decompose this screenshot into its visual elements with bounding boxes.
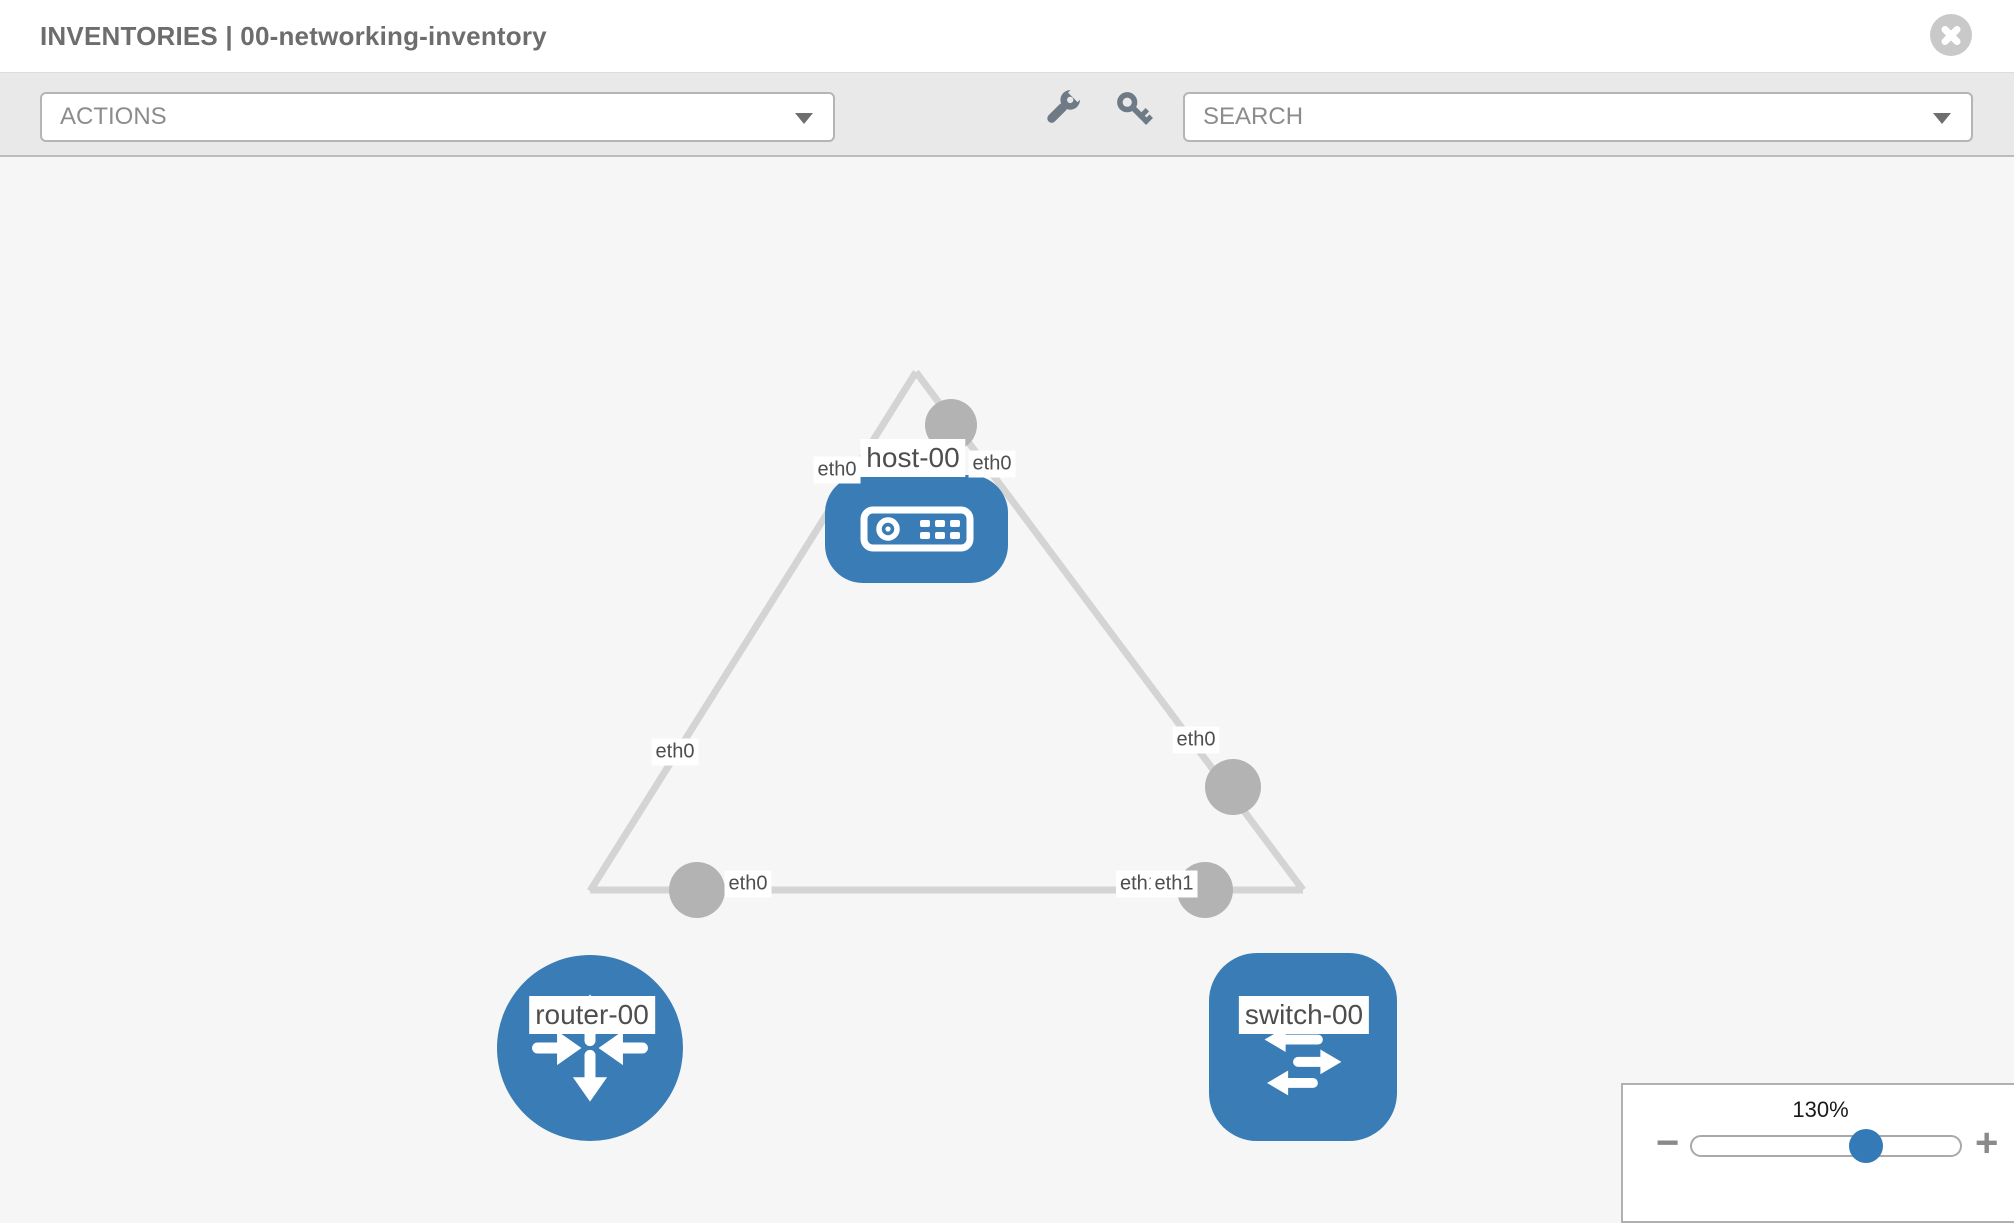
actions-dropdown-label: ACTIONS xyxy=(60,103,167,130)
interface-circle-switch-top xyxy=(1205,759,1261,815)
zoom-slider-thumb[interactable] xyxy=(1849,1129,1883,1163)
search-dropdown-label: SEARCH xyxy=(1203,103,1304,130)
zoom-control-panel: 130% − + xyxy=(1621,1083,2014,1223)
page-title: INVENTORIES | 00-networking-inventory xyxy=(40,21,547,51)
if-label-mid-left: eth0 xyxy=(724,870,772,898)
topology-canvas[interactable]: host-00 router-00 switch-00 eth0 eth0 et… xyxy=(0,157,2014,1200)
node-label-router: router-00 xyxy=(529,996,655,1034)
wrench-icon[interactable] xyxy=(1043,84,1087,132)
node-label-host: host-00 xyxy=(860,439,966,477)
actions-dropdown[interactable]: ACTIONS xyxy=(40,92,835,142)
zoom-slider-track[interactable] xyxy=(1690,1135,1962,1157)
key-icon[interactable] xyxy=(1113,88,1157,132)
host-icon xyxy=(860,506,973,552)
if-label-router-top: eth0 xyxy=(651,738,699,766)
if-label-switch-top: eth0 xyxy=(1172,726,1220,754)
if-label-mid-over: eth1 xyxy=(1150,870,1198,898)
node-host-00[interactable] xyxy=(825,475,1008,583)
if-label-host-left: eth0 xyxy=(813,456,861,484)
chevron-down-icon xyxy=(1933,113,1951,124)
panel-header: INVENTORIES | 00-networking-inventory xyxy=(0,0,2014,72)
topology-links-layer xyxy=(587,369,1306,918)
zoom-level-value: 130% xyxy=(1792,1097,1849,1122)
close-icon[interactable] xyxy=(1930,14,1972,56)
chevron-down-icon xyxy=(795,113,813,124)
interface-circle-router xyxy=(669,862,725,918)
node-router-00[interactable] xyxy=(497,955,683,1141)
interface-circle-host xyxy=(925,399,977,451)
zoom-out-button[interactable]: − xyxy=(1656,1121,1680,1165)
zoom-in-button[interactable]: + xyxy=(1975,1121,1999,1165)
node-switch-00[interactable] xyxy=(1209,953,1397,1141)
toolbar: ACTIONS SEARCH xyxy=(0,72,2014,157)
if-label-host-right: eth0 xyxy=(968,450,1016,478)
search-dropdown[interactable]: SEARCH xyxy=(1183,92,1973,142)
node-label-switch: switch-00 xyxy=(1238,996,1370,1034)
